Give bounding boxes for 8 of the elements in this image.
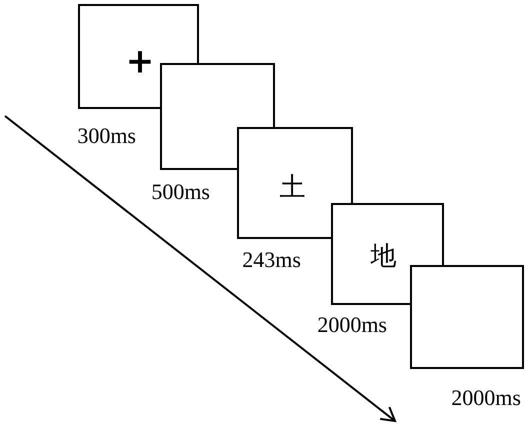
character-text: 地 <box>370 244 396 270</box>
duration-label: 300ms <box>77 125 136 148</box>
duration-label: 2000ms <box>451 386 521 409</box>
character-text: 土 <box>280 174 306 200</box>
duration-label: 500ms <box>151 181 210 204</box>
duration-label: 243ms <box>242 248 301 271</box>
fixation-cross: + <box>126 44 154 78</box>
duration-label: 2000ms <box>317 314 387 336</box>
